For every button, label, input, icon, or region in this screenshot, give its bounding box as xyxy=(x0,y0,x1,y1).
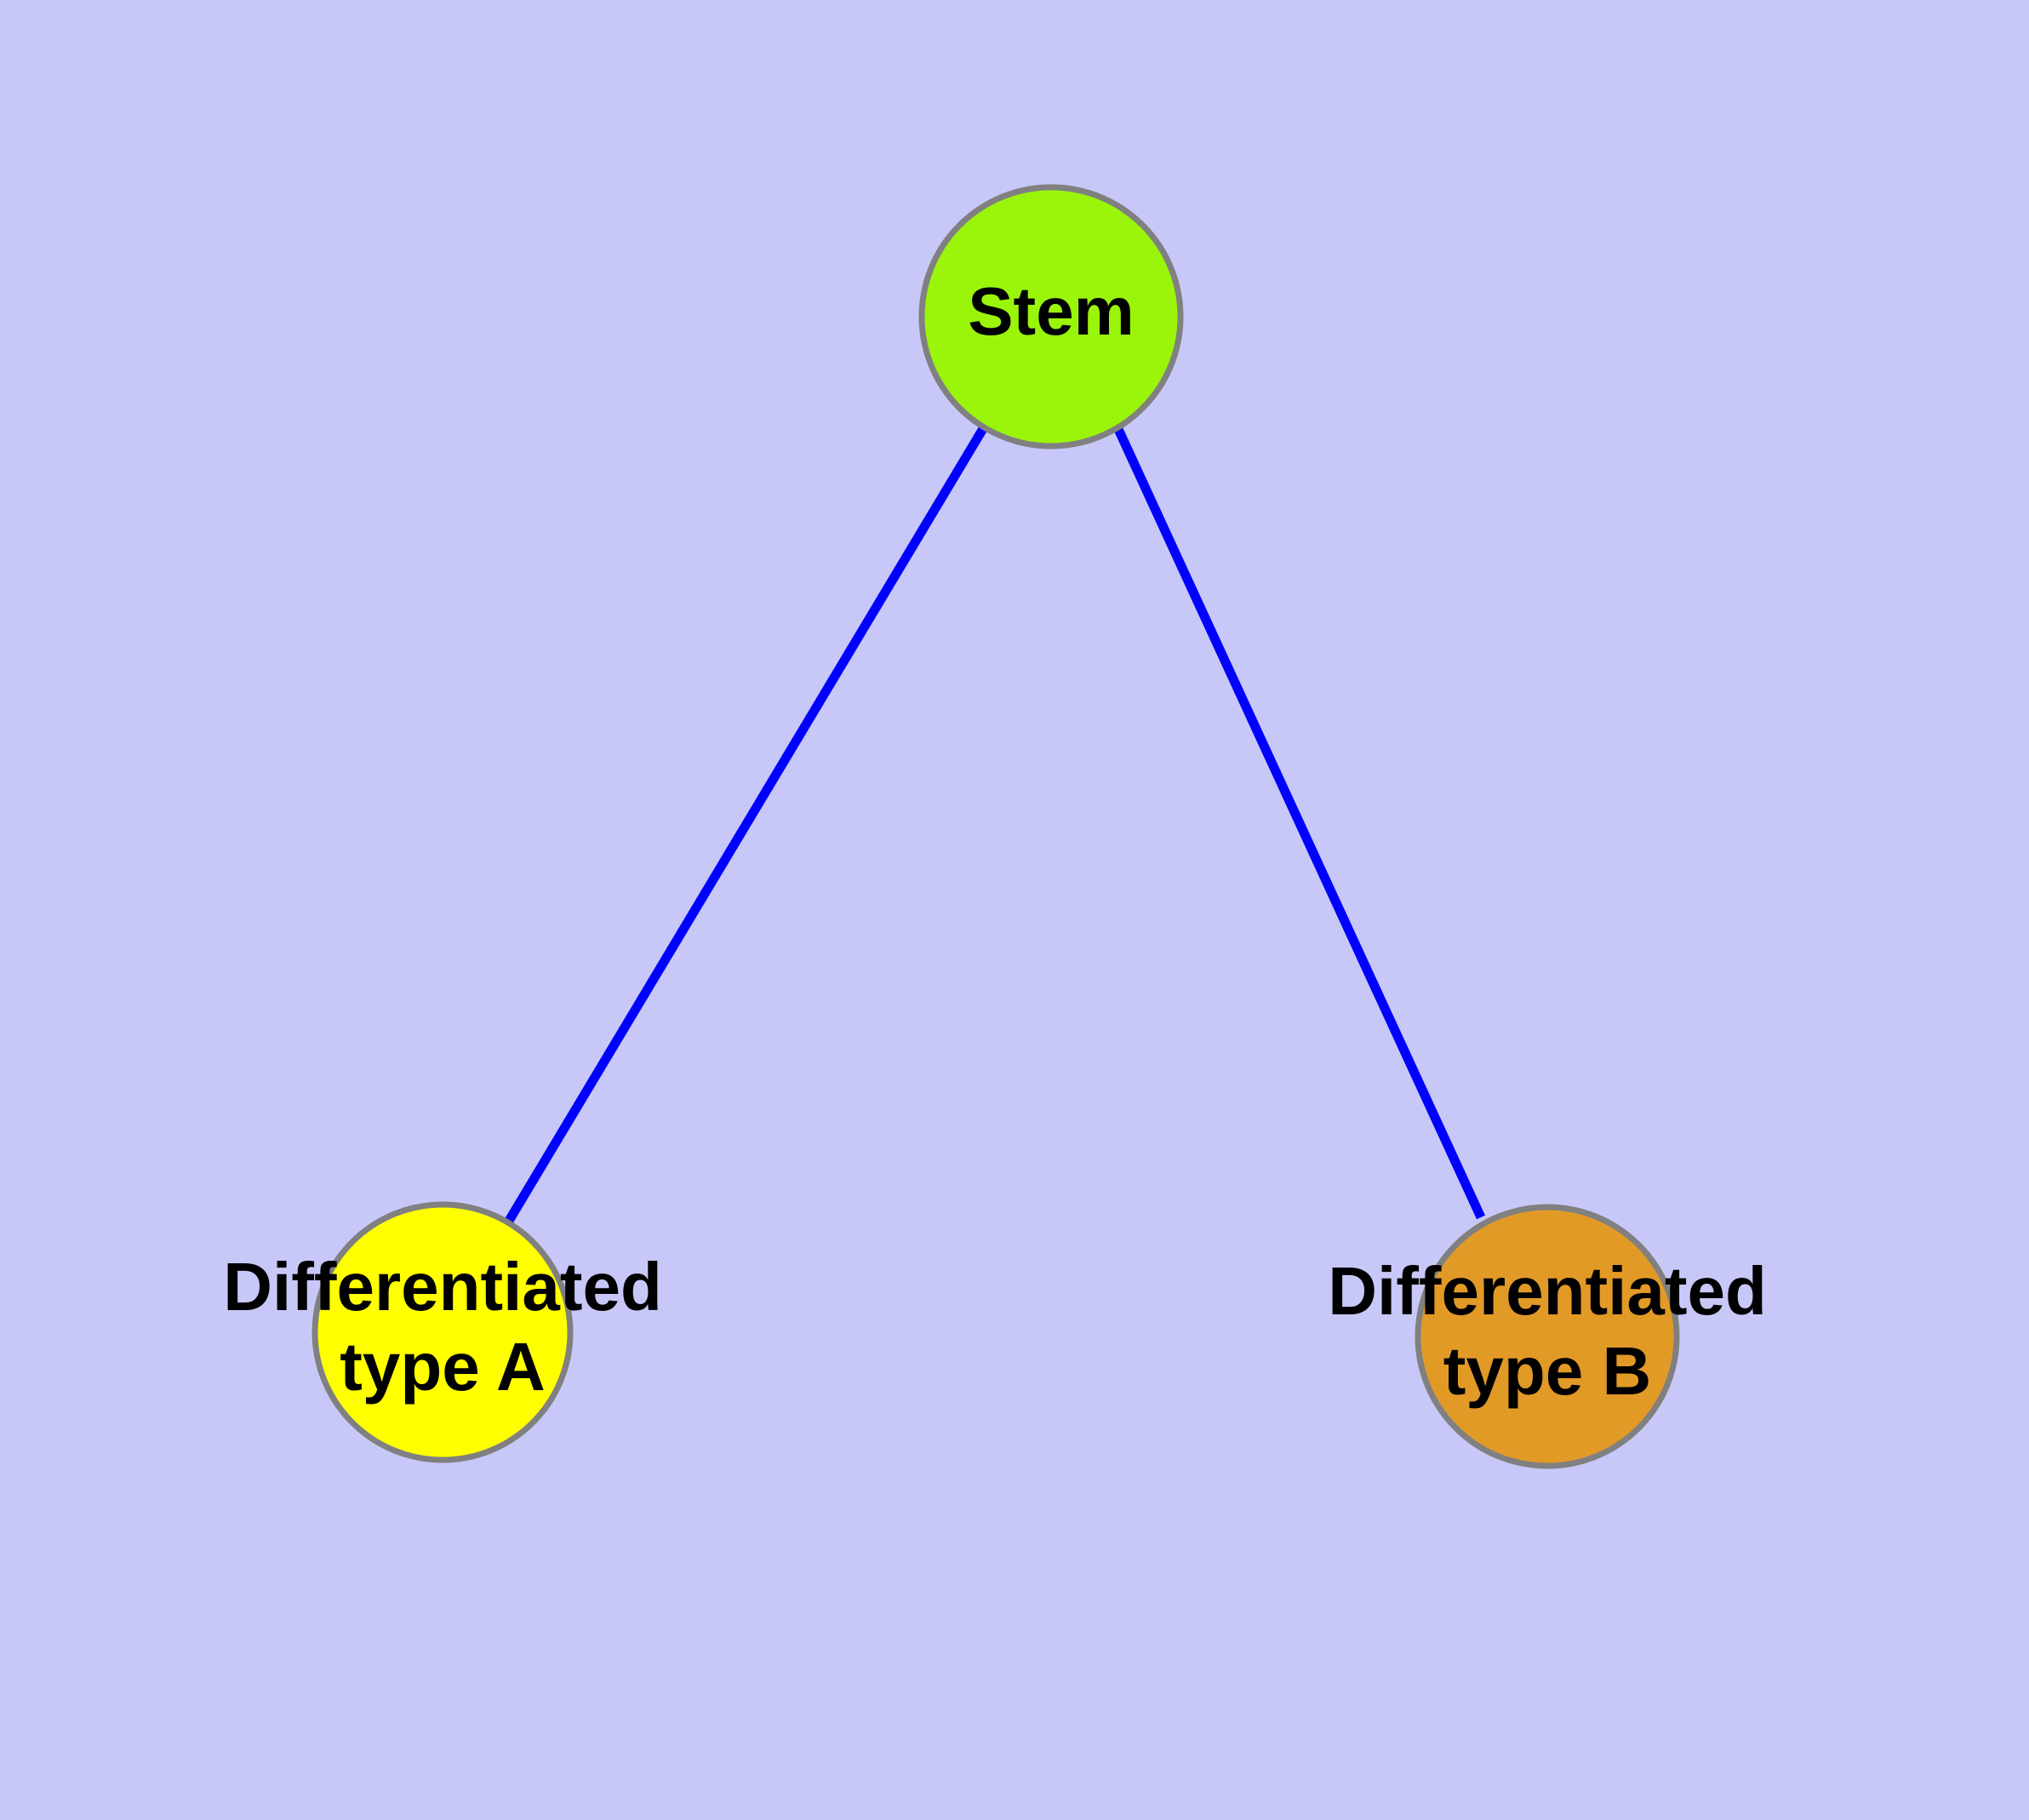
edges-layer xyxy=(505,425,1485,1223)
node-label-line: Differentiated xyxy=(223,1249,662,1325)
node-label-line: type B xyxy=(1443,1333,1652,1409)
node-stem-circle[interactable] xyxy=(918,184,1184,449)
node-differentiated-type-b-circle[interactable] xyxy=(1415,1204,1680,1469)
node-stem-label: Stem xyxy=(968,273,1135,349)
node-label-line: type A xyxy=(340,1329,546,1405)
edge-stem-to-differentiated-type-b[interactable] xyxy=(1113,425,1485,1220)
edge-stem-to-differentiated-type-a[interactable] xyxy=(505,425,988,1223)
node-label-line: Differentiated xyxy=(1328,1253,1767,1329)
node-differentiated-type-a-circle[interactable] xyxy=(311,1201,574,1463)
nodes-layer xyxy=(311,184,1680,1469)
node-label-line: Stem xyxy=(968,273,1135,349)
